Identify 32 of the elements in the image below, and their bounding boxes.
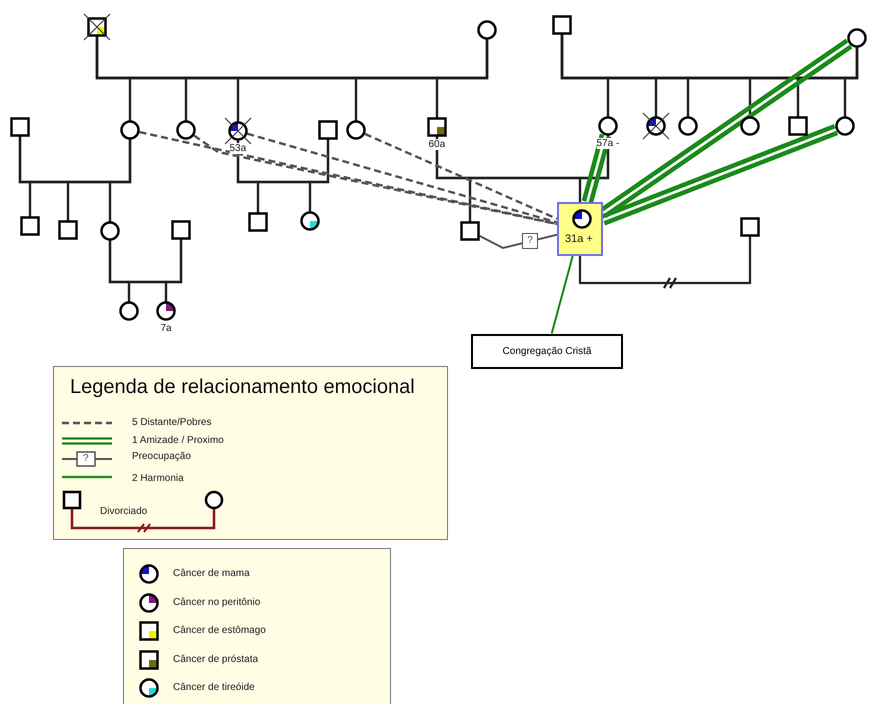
highlight-box [557, 202, 603, 256]
legend-text: 1 Amizade / Proximo [132, 435, 224, 446]
dashed-relationship-line [364, 132, 558, 220]
legend-text: Câncer de mama [173, 568, 250, 579]
legend-text: Câncer de tireóide [173, 682, 255, 693]
legend-text: Câncer de estômago [173, 625, 266, 636]
legend-text: Divorciado [100, 506, 148, 517]
family-line [164, 240, 182, 302]
age-label: 7a [160, 323, 172, 334]
legend-title: Legenda de relacionamento emocional [70, 376, 415, 399]
relationship-line [479, 234, 558, 250]
family-line [844, 48, 858, 116]
legend-text: Preocupação [132, 451, 191, 462]
legend-text: 5 Distante/Pobres [132, 417, 212, 428]
dashed-relationship-line [246, 132, 558, 224]
age-label: 31a + [565, 234, 593, 245]
family-line [308, 140, 330, 212]
dashed-relationship-line [193, 134, 558, 226]
question-mark: ? [83, 453, 89, 464]
age-label: 60a [428, 139, 446, 150]
relationship-line [550, 256, 574, 334]
family-line [436, 40, 488, 118]
family-line [108, 140, 132, 222]
legend-text: 2 Harmonia [132, 473, 184, 484]
age-label: 57a - [596, 138, 620, 149]
dashed-relationship-line [139, 130, 558, 226]
label-box: Congregação Cristã [471, 334, 623, 368]
legend-text: Câncer de próstata [173, 654, 258, 665]
family-line [578, 235, 752, 290]
legend-text: Câncer no peritônio [173, 597, 260, 608]
age-label: 53a [230, 143, 246, 154]
edge-label: ? [522, 233, 538, 250]
